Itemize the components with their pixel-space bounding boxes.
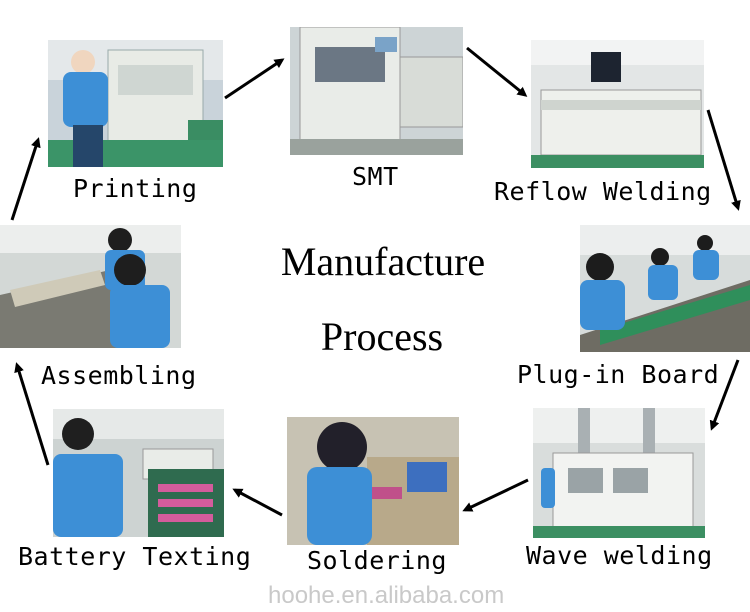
photo-soldering xyxy=(287,417,459,545)
step-label-smt: SMT xyxy=(352,162,399,191)
step-label-assembling: Assembling xyxy=(41,361,197,390)
watermark: hoohe.en.alibaba.com xyxy=(268,582,505,609)
arrow-printing-to-smt xyxy=(224,58,285,100)
photo-battery-texting xyxy=(53,409,224,537)
step-label-battery-texting: Battery Texting xyxy=(18,542,252,571)
photo-wave-welding xyxy=(533,408,705,538)
photo-printing xyxy=(48,40,223,167)
arrow-assembling-to-printing xyxy=(10,137,41,221)
diagram-title-line2: Process xyxy=(320,314,444,359)
arrow-soldering-to-battery xyxy=(232,488,283,517)
step-label-reflow-welding: Reflow Welding xyxy=(494,177,712,206)
photo-smt xyxy=(290,27,463,155)
photo-assembling xyxy=(0,225,181,348)
arrow-smt-to-reflow xyxy=(466,46,528,97)
arrow-reflow-to-plugin xyxy=(706,109,741,211)
step-label-wave-welding: Wave welding xyxy=(526,541,713,570)
diagram-title-line1: Manufacture xyxy=(280,239,486,284)
arrow-wave-to-soldering xyxy=(462,478,529,512)
photo-plug-in-board xyxy=(580,225,750,352)
step-label-soldering: Soldering xyxy=(307,546,447,575)
photo-reflow-welding xyxy=(531,40,704,168)
step-label-printing: Printing xyxy=(73,174,198,203)
step-label-plug-in-board: Plug-in Board xyxy=(517,360,720,389)
